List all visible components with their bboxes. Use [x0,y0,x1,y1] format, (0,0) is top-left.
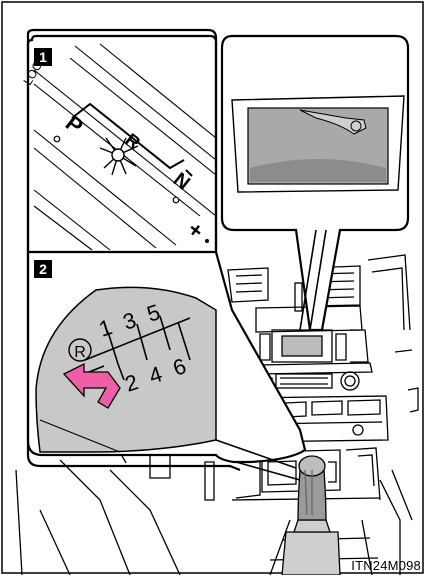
reverse-gear-label: R [74,344,86,361]
figure-code: ITN24M098 [351,558,421,573]
panel1-number: 1 [39,49,47,65]
panel2-number: 2 [39,261,47,277]
